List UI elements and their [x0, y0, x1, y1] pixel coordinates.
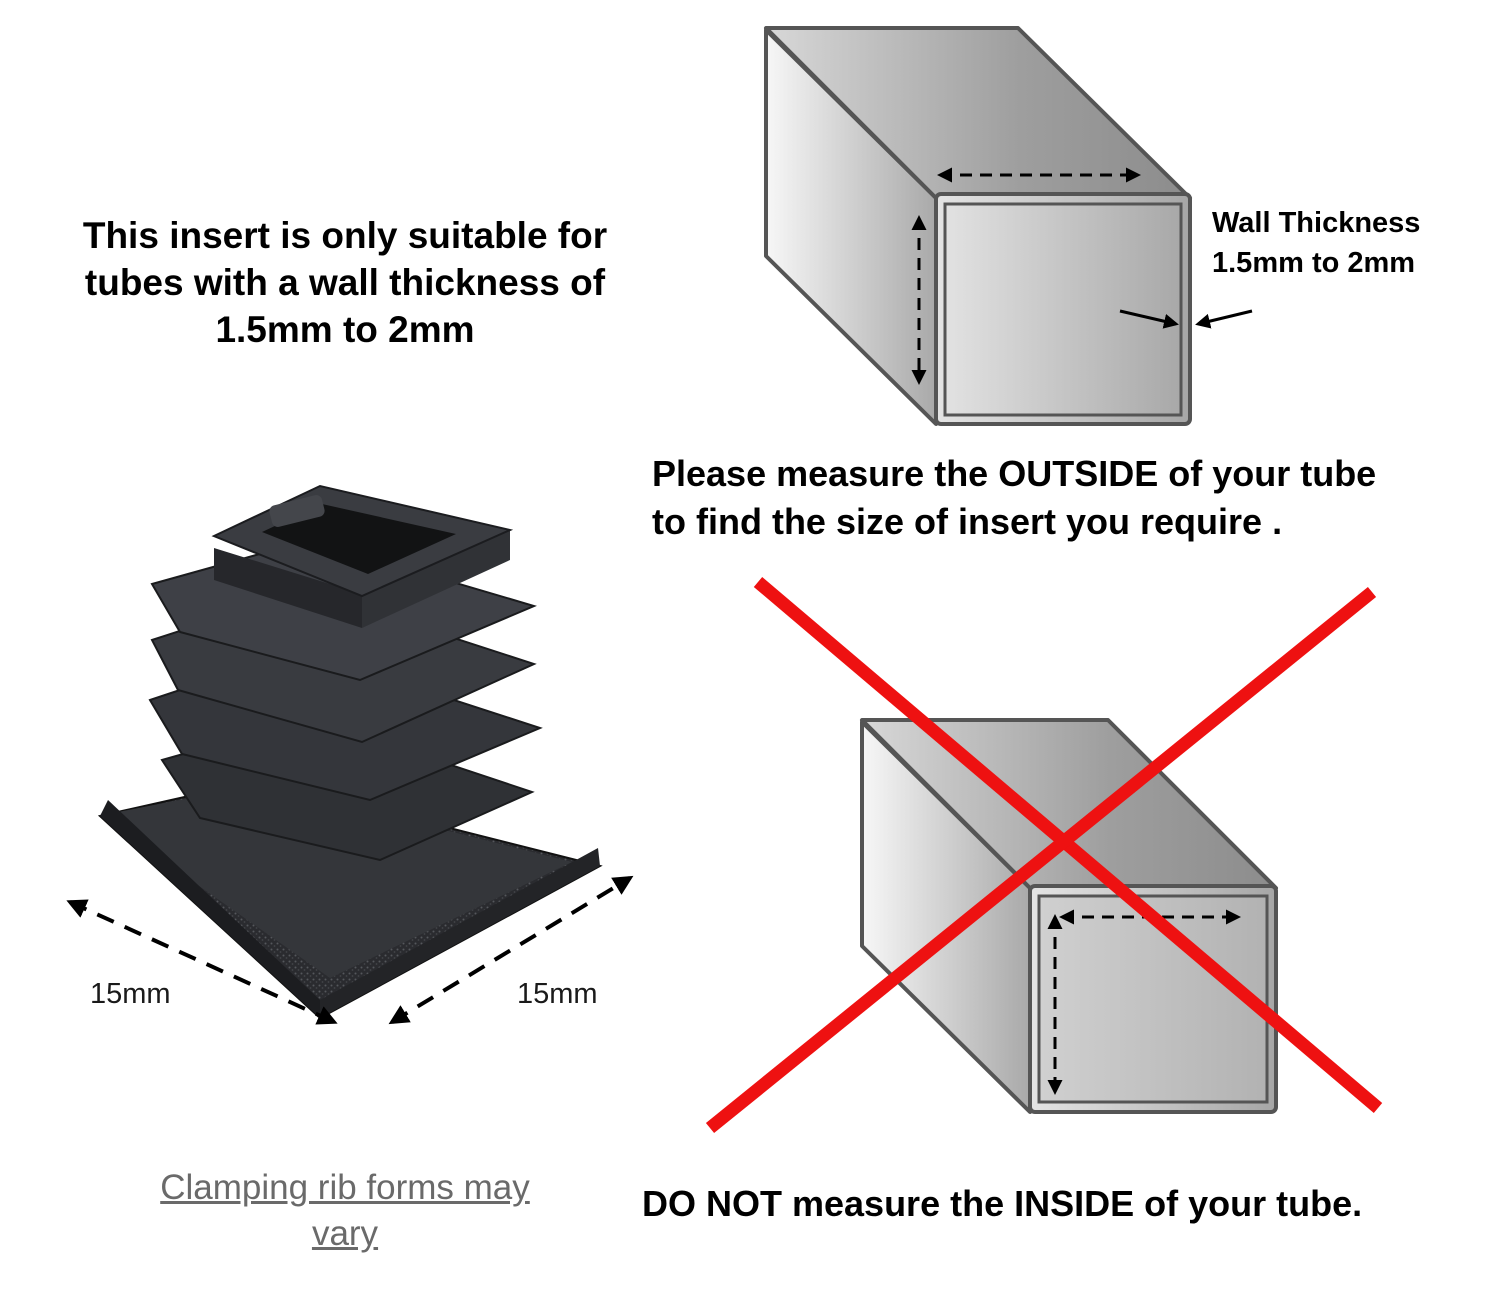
red-cross-icon — [705, 577, 1383, 1134]
suitability-statement: This insert is only suitable for tubes w… — [40, 212, 650, 353]
wall-thickness-range: 1.5mm to 2mm — [1212, 247, 1416, 279]
suitability-line: 1.5mm to 2mm — [215, 309, 475, 350]
insert-dimension-left: 15mm — [90, 978, 171, 1010]
wall-arrow-left — [1119, 309, 1179, 329]
clamping-rib-note-line: Clamping rib forms may — [160, 1168, 530, 1207]
width-dimension-arrow-right — [388, 875, 634, 1025]
clamping-rib-note: Clamping rib forms may vary — [110, 1165, 580, 1257]
do-not-measure-inside-instruction: DO NOT measure the INSIDE of your tube. — [642, 1183, 1363, 1224]
insert-dimension-right: 15mm — [517, 978, 598, 1010]
suitability-line: tubes with a wall thickness of — [84, 262, 606, 303]
wall-thickness-title: Wall Thickness — [1212, 207, 1421, 239]
outside-tube-illustration — [764, 26, 1253, 426]
measure-outside-line: Please measure the OUTSIDE of your tube — [652, 453, 1377, 494]
measure-outside-instruction: Please measure the OUTSIDE of your tube … — [652, 450, 1492, 546]
wall-thickness-label: Wall Thickness 1.5mm to 2mm — [1212, 203, 1420, 283]
square-tube-insert-illustration — [66, 484, 634, 1025]
collar-tab — [269, 495, 325, 527]
wall-arrow-right — [1195, 309, 1253, 329]
width-dimension-arrow-left — [66, 899, 338, 1025]
suitability-line: This insert is only suitable for — [82, 215, 608, 256]
clamping-rib-note-line: vary — [311, 1214, 379, 1253]
measure-outside-line: to find the size of insert you require . — [652, 501, 1283, 542]
inside-tube-illustration — [860, 718, 1278, 1114]
